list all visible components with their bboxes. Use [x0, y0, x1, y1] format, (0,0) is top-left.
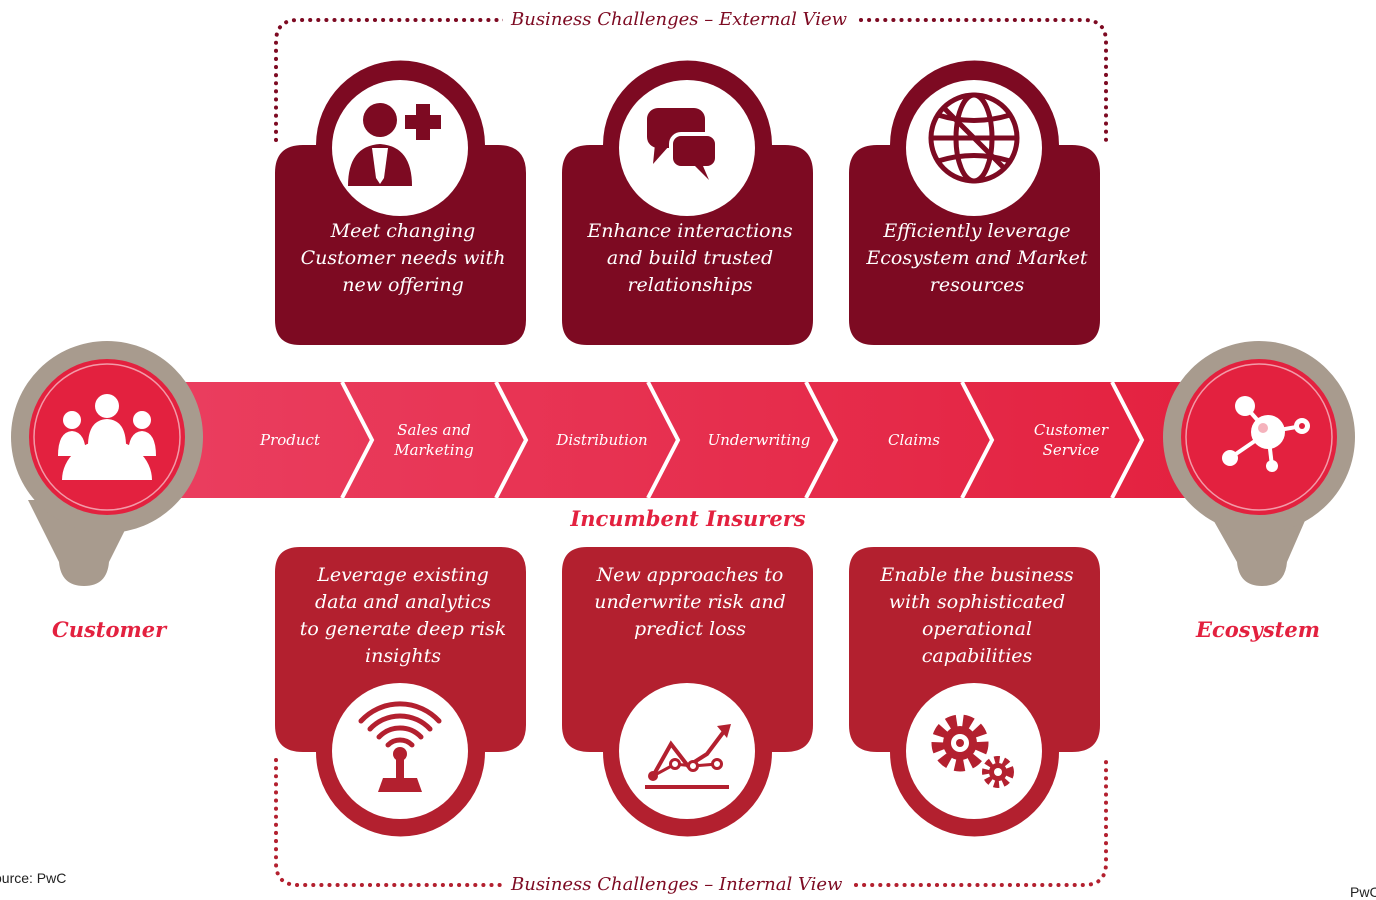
chain-step-product: Product	[260, 431, 320, 449]
external-card-3-text: Efficiently leverage Ecosystem and Marke…	[866, 220, 1088, 296]
signal-antenna-icon	[358, 701, 442, 792]
chain-step-distribution: Distribution	[556, 431, 648, 449]
incumbent-insurers-label: Incumbent Insurers	[570, 506, 806, 531]
add-person-icon	[348, 103, 441, 186]
people-group-icon	[58, 394, 156, 480]
internal-card-1	[275, 547, 526, 837]
external-card-2	[562, 60, 813, 346]
external-card-1	[275, 60, 526, 346]
chain-step-customer-service: Customer Service	[1033, 421, 1109, 459]
chain-step-sales-marketing: Sales and Marketing	[394, 421, 474, 459]
page-mark: PwC	[1350, 884, 1376, 900]
gears-icon	[931, 714, 1014, 788]
external-view-title: Business Challenges – External View	[503, 9, 856, 30]
network-nodes-icon	[1222, 396, 1310, 472]
globe-icon	[928, 92, 1020, 184]
external-card-1-text: Meet changing Customer needs with new of…	[300, 220, 506, 296]
chat-bubbles-icon	[647, 108, 719, 180]
external-card-3	[849, 60, 1100, 346]
internal-card-1-text: Leverage existing data and analytics to …	[299, 564, 507, 667]
internal-card-2-text: New approaches to underwrite risk and pr…	[594, 564, 786, 640]
customer-label: Customer	[52, 617, 167, 642]
internal-card-3	[849, 547, 1100, 837]
chain-step-claims: Claims	[888, 431, 940, 449]
internal-view-title: Business Challenges – Internal View	[503, 874, 851, 895]
source-note: ource: PwC	[0, 870, 67, 886]
trend-chart-icon	[645, 724, 731, 789]
ecosystem-label: Ecosystem	[1196, 617, 1320, 642]
internal-card-2	[562, 547, 813, 837]
chain-step-underwriting: Underwriting	[707, 431, 811, 449]
internal-card-3-text: Enable the business with sophisticated o…	[880, 564, 1074, 667]
internal-dotted-frame	[274, 758, 1108, 887]
external-card-2-text: Enhance interactions and build trusted r…	[587, 220, 793, 296]
